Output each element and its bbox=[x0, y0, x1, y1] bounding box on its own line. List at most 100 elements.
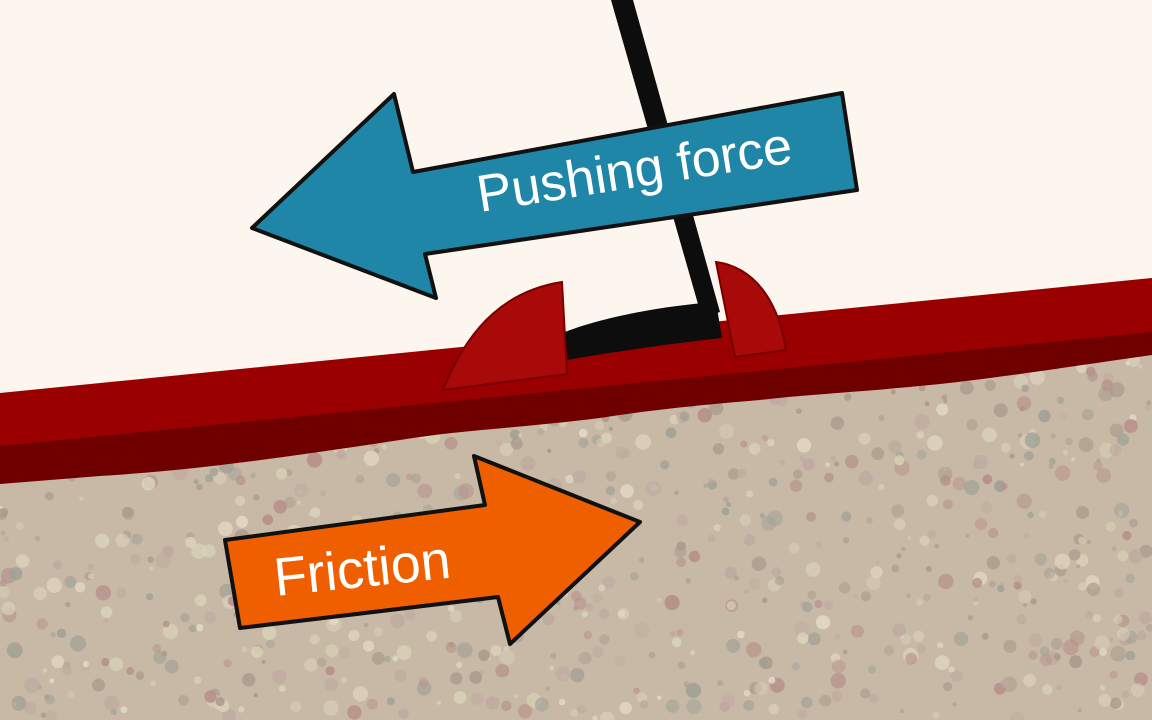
ground-speckle bbox=[453, 691, 467, 704]
ground-speckle bbox=[1096, 458, 1101, 463]
ground-speckle bbox=[805, 562, 821, 577]
ground-speckle bbox=[602, 576, 615, 589]
ground-speckle bbox=[907, 536, 912, 541]
ground-speckle bbox=[746, 490, 754, 498]
ground-speckle bbox=[253, 693, 258, 698]
ground-speckle bbox=[559, 698, 566, 706]
ground-speckle bbox=[115, 533, 130, 548]
ground-speckle bbox=[363, 450, 380, 466]
ground-speckle bbox=[734, 575, 740, 581]
ground-speckle bbox=[927, 435, 943, 451]
ground-speckle bbox=[70, 635, 86, 652]
ground-speckle bbox=[1062, 449, 1069, 455]
ground-speckle bbox=[1110, 645, 1126, 662]
ground-speckle bbox=[485, 696, 500, 710]
ground-speckle bbox=[1018, 589, 1032, 604]
ground-speckle bbox=[103, 618, 109, 624]
ground-speckle bbox=[830, 416, 844, 430]
ground-speckle bbox=[82, 660, 90, 668]
ground-speckle bbox=[150, 680, 157, 687]
plank-top bbox=[0, 278, 1152, 446]
ground-speckle bbox=[1016, 396, 1032, 411]
ground-speckle bbox=[768, 477, 778, 487]
ground-speckle bbox=[347, 705, 362, 720]
ground-speckle bbox=[617, 609, 626, 618]
ground-speckle bbox=[1136, 630, 1147, 641]
ground-speckle bbox=[1029, 369, 1045, 385]
ground-speckle bbox=[273, 500, 288, 514]
ground-speckle bbox=[965, 533, 970, 538]
ground-speckle bbox=[1022, 602, 1028, 608]
ground-speckle bbox=[110, 709, 117, 716]
ground-speckle bbox=[251, 646, 263, 658]
ground-speckle bbox=[762, 597, 768, 603]
ground-speckle bbox=[1077, 708, 1083, 713]
ground-speckle bbox=[726, 638, 741, 653]
ground-speckle bbox=[445, 641, 457, 653]
ground-speckle bbox=[677, 661, 686, 670]
ground-speckle bbox=[795, 408, 802, 414]
ground-speckle bbox=[348, 629, 360, 642]
ground-speckle bbox=[1059, 412, 1067, 420]
ground-speckle bbox=[272, 669, 287, 685]
ground-speckle bbox=[751, 556, 767, 571]
ground-speckle bbox=[1076, 564, 1081, 569]
friction-arrow: Friction bbox=[223, 454, 642, 646]
ground-speckle bbox=[235, 495, 246, 506]
ground-speckle bbox=[126, 667, 134, 675]
ground-speckle bbox=[905, 652, 918, 665]
ground-speckle bbox=[656, 597, 662, 603]
ground-speckle bbox=[726, 601, 736, 611]
ground-speckle bbox=[1146, 400, 1152, 406]
ground-speckle bbox=[204, 474, 214, 483]
ground-speckle bbox=[501, 700, 512, 712]
ground-speckle bbox=[1117, 550, 1129, 562]
ground-speckle bbox=[1114, 502, 1130, 518]
ground-speckle bbox=[15, 554, 30, 568]
ground-speckle bbox=[95, 585, 112, 601]
ground-speckle bbox=[549, 665, 554, 670]
ground-speckle bbox=[825, 462, 830, 467]
ground-speckle bbox=[943, 681, 953, 692]
ground-speckle bbox=[633, 687, 640, 694]
ground-speckle bbox=[241, 646, 248, 653]
ground-speckle bbox=[340, 676, 348, 684]
ground-speckle bbox=[363, 622, 369, 628]
ground-speckle bbox=[610, 497, 617, 505]
ground-speckle bbox=[509, 429, 520, 440]
ground-speckle bbox=[147, 556, 154, 563]
ground-speckle bbox=[1014, 574, 1022, 583]
ground-speckle bbox=[724, 566, 737, 579]
ground-speckle bbox=[807, 590, 817, 600]
ground-speckle bbox=[916, 449, 927, 460]
ground-speckle bbox=[545, 686, 550, 692]
ground-speckle bbox=[743, 588, 750, 594]
ground-speckle bbox=[417, 681, 432, 696]
ground-speckle bbox=[807, 632, 821, 646]
ground-speckle bbox=[262, 514, 274, 526]
ground-speckle bbox=[771, 566, 782, 577]
ground-speckle bbox=[1063, 578, 1068, 584]
ground-speckle bbox=[923, 593, 931, 602]
ground-speckle bbox=[768, 703, 780, 715]
ground-speckle bbox=[411, 473, 421, 484]
ground-speckle bbox=[802, 458, 815, 471]
ground-speckle bbox=[669, 630, 676, 637]
ground-speckle bbox=[660, 460, 670, 470]
ground-speckle bbox=[294, 483, 309, 498]
ground-speckle bbox=[1030, 598, 1037, 605]
ground-speckle bbox=[218, 521, 233, 537]
ground-speckle bbox=[1017, 433, 1023, 438]
ground-speckle bbox=[1062, 639, 1079, 656]
ground-speckle bbox=[578, 651, 592, 665]
ground-speckle bbox=[188, 624, 197, 633]
ground-speckle bbox=[103, 695, 120, 711]
ground-speckle bbox=[870, 566, 883, 579]
ground-speckle bbox=[304, 658, 318, 672]
ground-speckle bbox=[674, 490, 679, 495]
ground-speckle bbox=[209, 467, 219, 477]
ground-speckle bbox=[1109, 697, 1122, 709]
ground-speckle bbox=[384, 655, 391, 663]
ground-speckle bbox=[596, 438, 606, 448]
ground-speckle bbox=[1129, 518, 1138, 528]
